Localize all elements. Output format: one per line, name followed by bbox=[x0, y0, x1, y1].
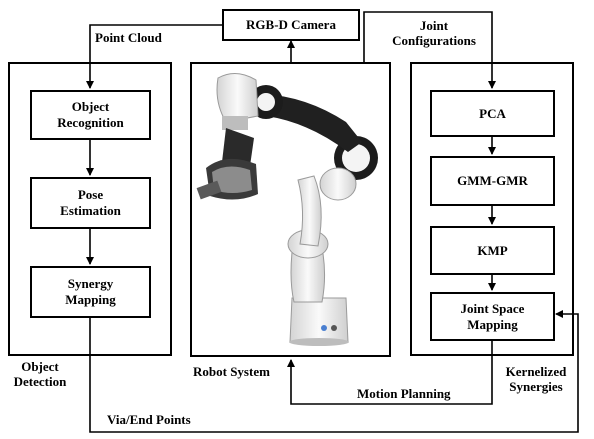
kernelized-synergies-panel bbox=[410, 62, 574, 356]
object-recognition-box: Object Recognition bbox=[30, 90, 151, 140]
robot-system-panel bbox=[190, 62, 391, 357]
robot-arm-icon bbox=[196, 73, 378, 346]
joint-configurations-label: Joint Configurations bbox=[392, 18, 476, 48]
rgbd-camera-box: RGB-D Camera bbox=[222, 9, 360, 41]
point-cloud-label: Point Cloud bbox=[95, 30, 162, 45]
object-detection-panel bbox=[8, 62, 172, 356]
joint-space-mapping-box: Joint Space Mapping bbox=[430, 292, 555, 341]
motion-planning-arrow bbox=[287, 341, 493, 405]
object-detection-label: Object Detection bbox=[13, 359, 67, 389]
via-end-points-label: Via/End Points bbox=[107, 412, 191, 427]
synergy-mapping-box: Synergy Mapping bbox=[30, 266, 151, 318]
kernelized-synergies-label: Kernelized Synergies bbox=[505, 364, 567, 394]
motion-planning-label: Motion Planning bbox=[357, 386, 451, 401]
gmm-gmr-box: GMM-GMR bbox=[430, 156, 555, 206]
pose-estimation-box: Pose Estimation bbox=[30, 177, 151, 229]
joint-configurations-arrow bbox=[363, 11, 496, 89]
via-end-points-arrow bbox=[89, 310, 579, 433]
robot-system-label: Robot System bbox=[193, 364, 270, 379]
pca-box: PCA bbox=[430, 90, 555, 137]
kmp-box: KMP bbox=[430, 226, 555, 275]
point-cloud-arrow bbox=[86, 24, 222, 89]
